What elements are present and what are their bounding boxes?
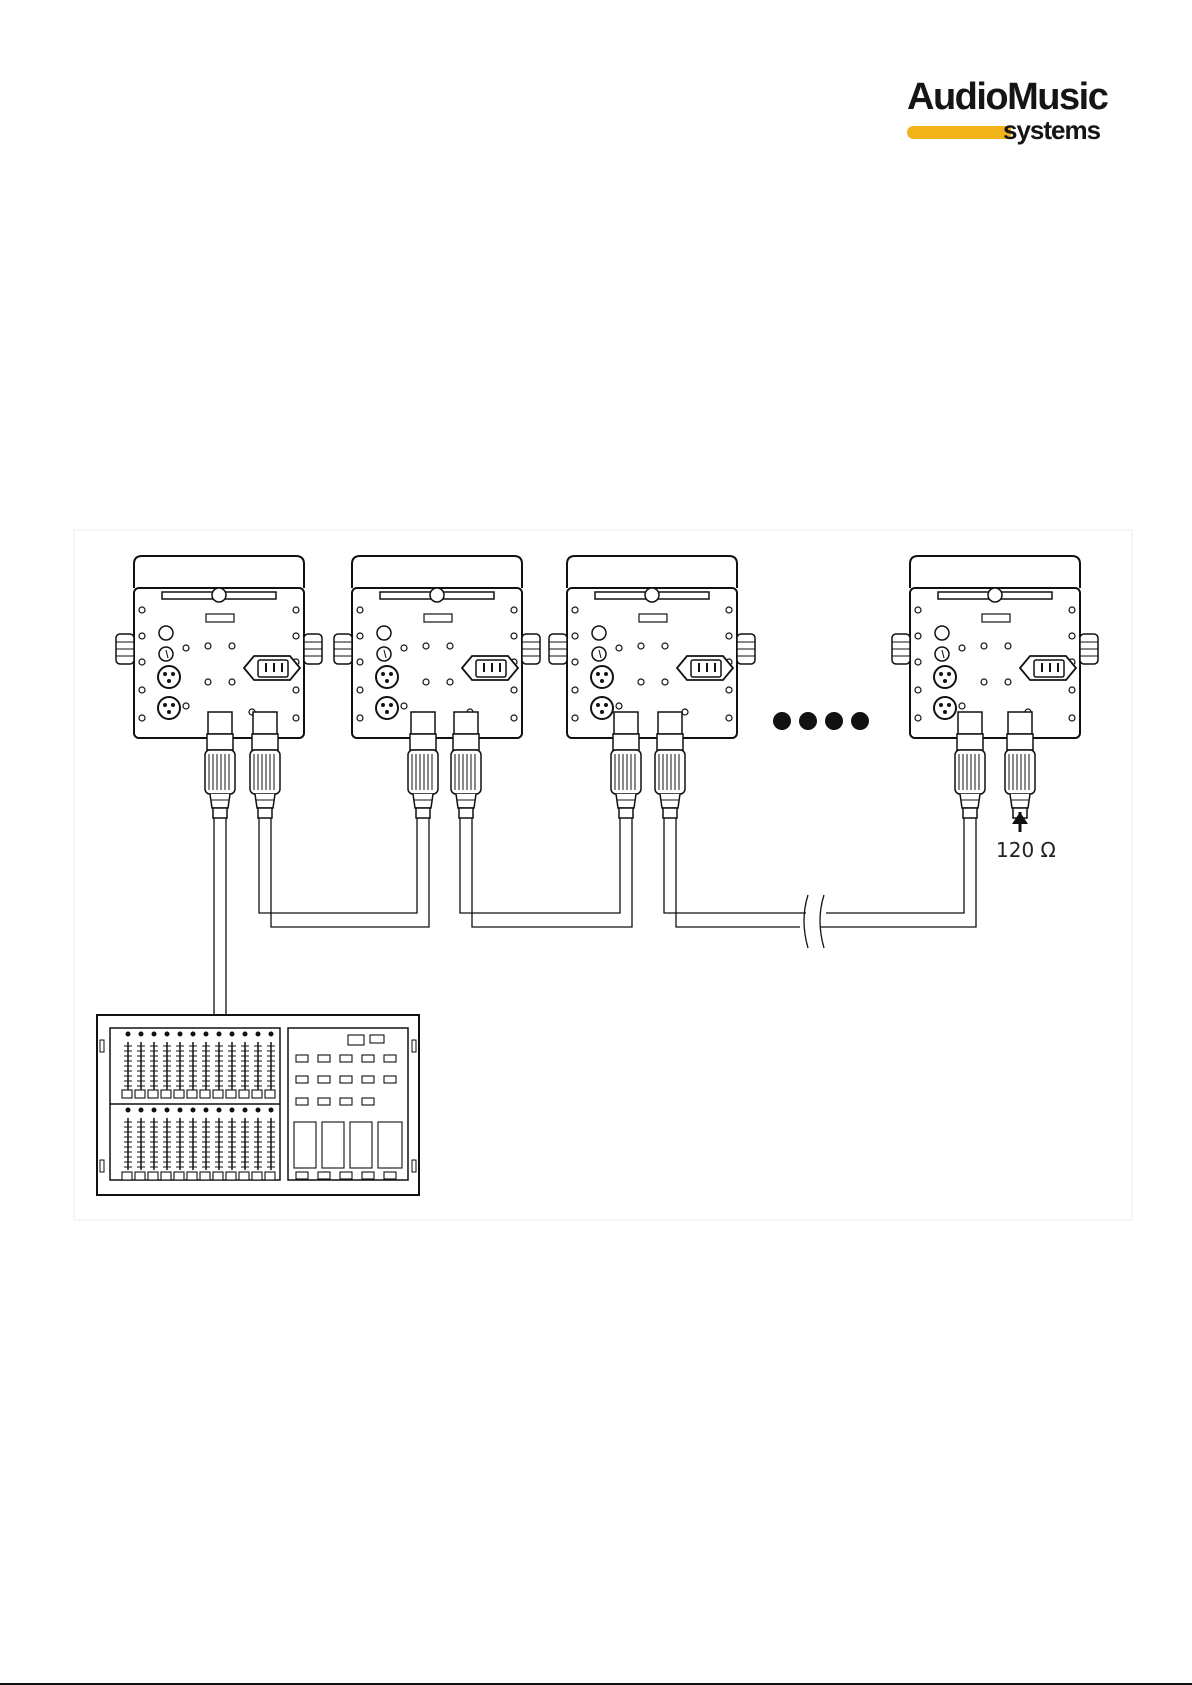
continuation-dots: [773, 712, 869, 730]
fixture-4: [892, 556, 1098, 738]
dmx-cables: [214, 818, 976, 1015]
fixture-1: [116, 556, 322, 738]
dmx-controller: [97, 1015, 419, 1195]
fixture-2: [334, 556, 540, 738]
terminator-label: 120 Ω: [996, 838, 1056, 862]
fixture-3: [549, 556, 755, 738]
